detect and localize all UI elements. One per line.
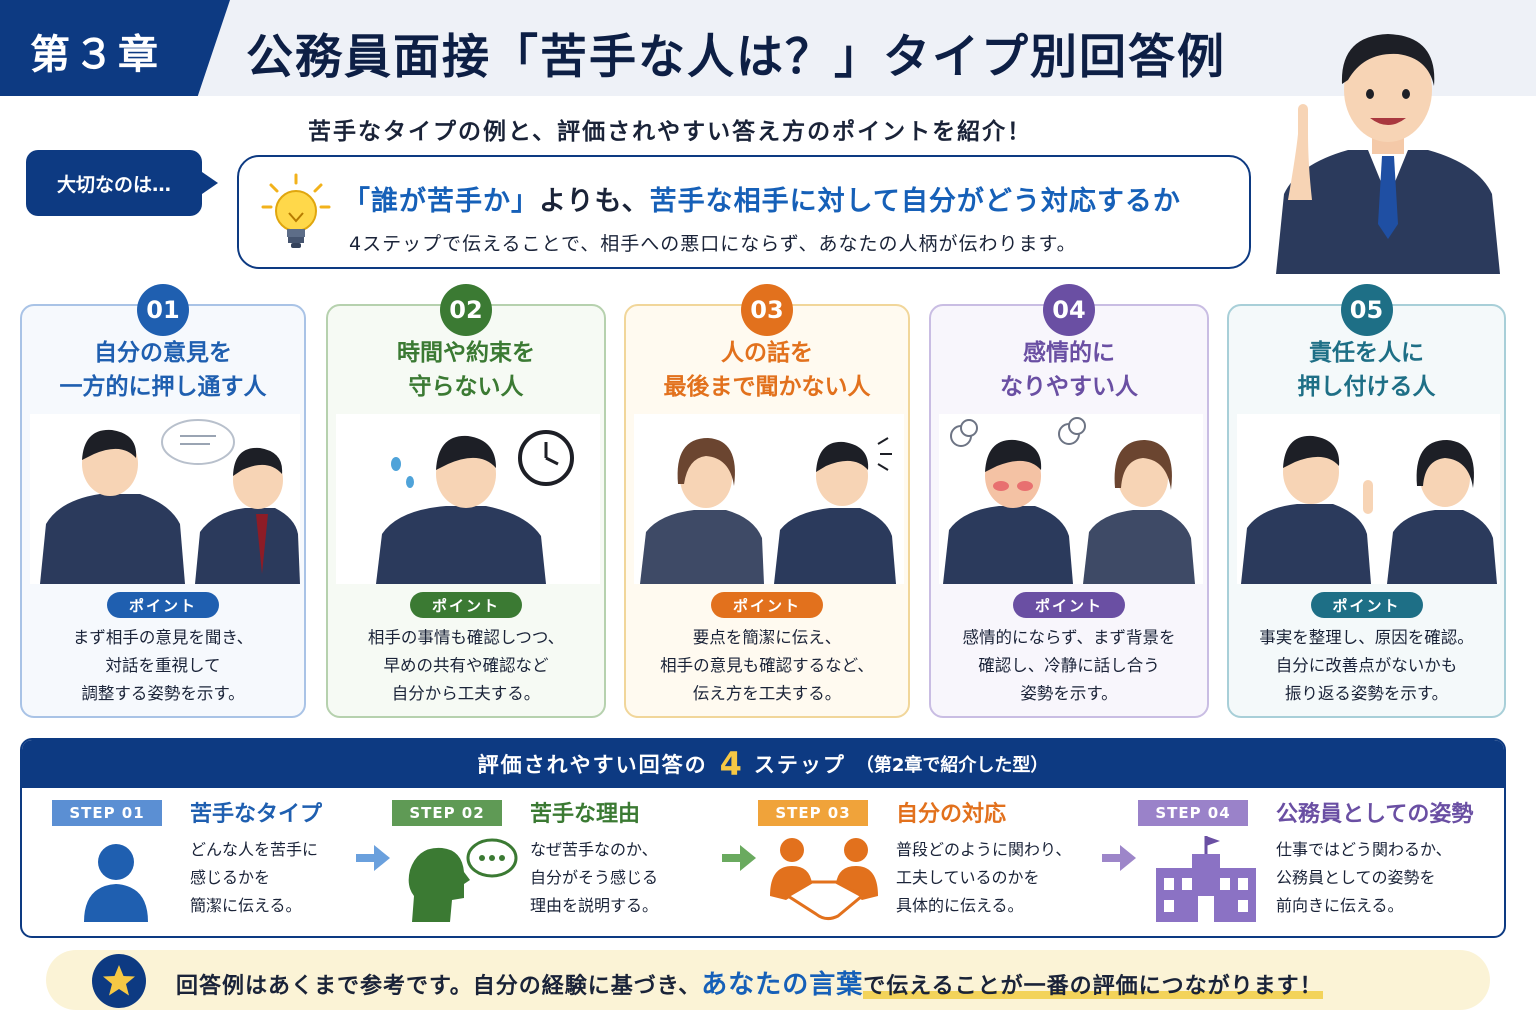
step-description: 仕事ではどう関わるか、公務員としての姿勢を前向きに伝える。 <box>1276 840 1452 915</box>
card-description: まず相手の意見を聞き、対話を重視して調整する姿勢を示す。 <box>72 628 254 703</box>
four-steps-panel: 評価されやすい回答の 4 ステップ （第2章で紹介した型） STEP 01 苦手… <box>20 738 1506 938</box>
card-number: 02 <box>440 284 492 336</box>
step-01: STEP 01 苦手なタイプ どんな人を苦手に感じるかを簡潔に伝える。 <box>52 800 352 930</box>
point-label: ポイント <box>1310 592 1423 618</box>
header-band <box>0 0 1536 96</box>
card-description: 要点を簡潔に伝え、相手の意見も確認するなど、伝え方を工夫する。 <box>660 628 874 703</box>
step-title: 公務員としての姿勢 <box>1276 802 1474 827</box>
handshake-icon <box>770 838 878 921</box>
card-number: 03 <box>741 284 793 336</box>
chapter-tab: 第３章 <box>0 0 230 96</box>
footer-underline-text: で伝えることが一番の評価につながります！ <box>863 974 1323 999</box>
card-description: 相手の事情も確認しつつ、早めの共有や確認など自分から工夫する。 <box>367 628 565 703</box>
key-message-sub: 4ステップで伝えることで、相手への悪口にならず、あなたの人柄が伝わります。 <box>349 233 1077 255</box>
card-illustration <box>939 414 1203 584</box>
card-title: 自分の意見を一方的に押し通す人 <box>59 340 267 400</box>
person-icon <box>84 844 148 922</box>
step-description: 普段どのように関わり、工夫しているのかを具体的に伝える。 <box>896 840 1072 915</box>
card-number: 05 <box>1340 284 1393 336</box>
card-title: 感情的になりやすい人 <box>1000 340 1138 400</box>
type-card-04: 04 感情的になりやすい人 ポイント 感情的にならず、まず背景を確認し、冷静に話… <box>929 284 1209 718</box>
step-tag: STEP 03 <box>758 800 868 826</box>
steps-count: 4 <box>719 745 742 783</box>
step-description: どんな人を苦手に感じるかを簡潔に伝える。 <box>190 840 319 915</box>
step-tag: STEP 04 <box>1138 800 1248 826</box>
arrow-right-icon <box>722 845 756 871</box>
lightbulb-icon <box>261 173 331 248</box>
footer-text: 回答例はあくまで参考です。自分の経験に基づき、あなたの言葉で伝えることが一番の評… <box>176 970 1323 1000</box>
government-building-icon <box>1156 836 1256 922</box>
chapter-label: 第３章 <box>30 32 162 78</box>
card-number: 01 <box>137 284 189 336</box>
step-03: STEP 03 自分の対応 普段どのように関わり、工夫しているのかを具体的に伝え… <box>758 800 1071 930</box>
star-icon <box>103 965 135 996</box>
step-description: なぜ苦手なのか、自分がそう感じる理由を説明する。 <box>530 840 659 915</box>
card-illustration <box>30 414 300 584</box>
footer-note: 回答例はあくまで参考です。自分の経験に基づき、あなたの言葉で伝えることが一番の評… <box>46 950 1490 1010</box>
step-title: 自分の対応 <box>896 802 1007 827</box>
card-title: 時間や約束を守らない人 <box>397 340 535 400</box>
card-title: 責任を人に押し付ける人 <box>1297 340 1436 400</box>
type-card-02: 02 時間や約束を守らない人 ポイント 相手の事情も確認しつつ、早めの共有や確認… <box>326 284 606 718</box>
arrow-right-icon <box>356 845 390 871</box>
card-number: 04 <box>1043 284 1095 336</box>
star-badge <box>92 954 146 1008</box>
steps-note: （第2章で紹介した型） <box>855 755 1049 776</box>
card-description: 感情的にならず、まず背景を確認し、冷静に話し合う姿勢を示す。 <box>962 628 1176 703</box>
point-label: ポイント <box>107 592 219 618</box>
key-message-box: 「誰が苦手か」よりも、苦手な相手に対して自分がどう対応するか 4ステップで伝える… <box>237 155 1251 269</box>
card-description: 事実を整理し、原因を確認。自分に改善点がないかも振り返る姿勢を示す。 <box>1259 628 1474 703</box>
page-title: 公務員面接「苦手な人は？」タイプ別回答例 <box>246 30 1226 85</box>
type-card-05: 05 責任を人に押し付ける人 ポイント 事実を整理し、原因を確認。自分に改善点が… <box>1227 284 1506 718</box>
key-label: 大切なのは… <box>26 150 218 216</box>
card-illustration <box>336 414 600 584</box>
step-tag: STEP 02 <box>392 800 502 826</box>
point-label: ポイント <box>711 592 823 618</box>
key-highlight-how: 苦手な相手に対して自分がどう対応するか <box>649 186 1181 217</box>
card-illustration <box>634 414 904 584</box>
key-connector: よりも、 <box>539 186 650 217</box>
card-illustration <box>1237 414 1500 584</box>
point-label: ポイント <box>1013 592 1125 618</box>
page-subtitle: 苦手なタイプの例と、評価されやすい答え方のポイントを紹介！ <box>308 119 1033 145</box>
arrow-right-icon <box>1102 845 1136 871</box>
card-title: 人の話を最後まで聞かない人 <box>663 340 871 400</box>
type-card-03: 03 人の話を最後まで聞かない人 ポイント 要点を簡潔に伝え、相手の意見も確認す… <box>624 284 910 718</box>
steps-header: 評価されやすい回答の 4 ステップ （第2章で紹介した型） <box>22 740 1504 788</box>
key-highlight-who: 「誰が苦手か」 <box>343 186 539 217</box>
type-card-01: 01 自分の意見を一方的に押し通す人 ポイント まず相手の意見を聞き、対話を重視… <box>20 284 306 718</box>
footer-highlight: あなたの言葉 <box>701 970 864 1000</box>
key-message-main: 「誰が苦手か」よりも、苦手な相手に対して自分がどう対応するか <box>343 179 1181 218</box>
point-label: ポイント <box>410 592 522 618</box>
step-04: STEP 04 公務員としての姿勢 仕事ではどう関わるか、公務員としての姿勢を前… <box>1138 800 1473 930</box>
step-tag: STEP 01 <box>52 800 162 826</box>
step-02: STEP 02 苦手な理由 なぜ苦手なのか、自分がそう感じる理由を説明する。 <box>392 800 692 930</box>
step-title: 苦手なタイプ <box>190 802 323 827</box>
presenter-illustration <box>1276 34 1500 274</box>
step-title: 苦手な理由 <box>530 802 641 827</box>
thinking-head-icon <box>408 838 518 922</box>
